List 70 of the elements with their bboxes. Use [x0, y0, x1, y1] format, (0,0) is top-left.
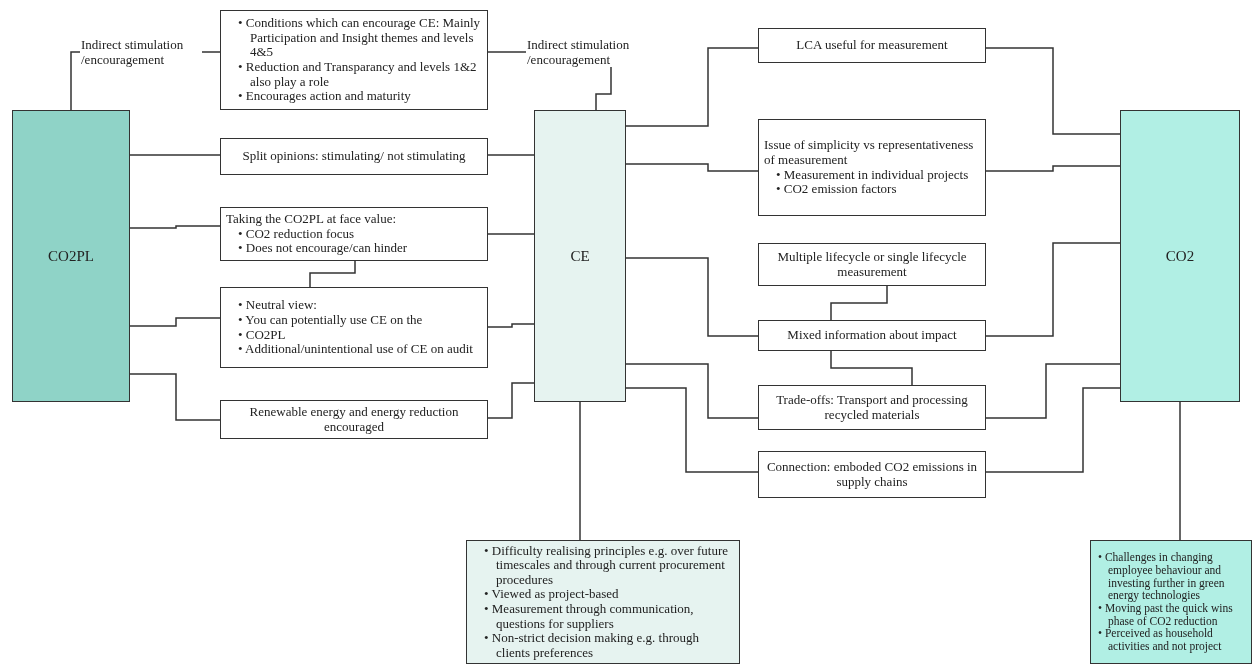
connector-line	[625, 47, 759, 127]
text-box	[758, 320, 986, 351]
connector-line	[129, 317, 221, 327]
text-box	[758, 451, 986, 498]
text-box	[220, 400, 488, 439]
bullet-item: • Does not encourage/can hinder	[237, 241, 409, 256]
bullet-item: • CO2 reduction focus	[238, 226, 356, 242]
connector-line	[625, 387, 759, 473]
connector-line	[1179, 401, 1181, 541]
bullet-item: • Neutral view:	[237, 298, 318, 313]
connector-line	[830, 350, 913, 386]
text-box	[758, 28, 986, 63]
bullet-item: • Perceived as household activities and not project	[1097, 627, 1223, 653]
connector-line	[487, 154, 535, 156]
bullet-item: • Difficulty realising principles e.g. over future timescales and through current procurement procedures	[483, 543, 730, 588]
text-box	[220, 287, 488, 368]
box-text: Connection: emboded CO2 emissions in supply chains	[765, 459, 979, 490]
box-text: Split opinions: stimulating/ not stimulating	[241, 149, 467, 164]
bullet-item: • CO2PL	[237, 327, 287, 343]
connector-line	[625, 363, 759, 419]
category-label: CE	[570, 247, 590, 265]
connector-line	[487, 382, 535, 419]
box-text: Mixed information about impact	[786, 328, 958, 343]
box-text: Renewable energy and energy reduction encouraged	[248, 404, 460, 435]
edge-label: Indirect stimulation /encouragement	[80, 38, 202, 68]
category-label: CO2	[1165, 247, 1195, 265]
bullet-item: • Measurement in individual projects	[775, 167, 970, 183]
text-box	[220, 207, 488, 261]
bullet-item: • Measurement through communication, questions for suppliers	[483, 602, 695, 632]
connector-line	[985, 387, 1121, 473]
category-label: CO2PL	[48, 247, 94, 265]
category-box	[12, 110, 130, 402]
box-text: Trade-offs: Transport and processing recycled materials	[775, 392, 969, 423]
connector-line	[985, 47, 1121, 135]
bullet-item: • Encourages action and maturity	[237, 89, 412, 104]
connector-line	[985, 242, 1121, 337]
connector-line	[487, 323, 535, 328]
text-box	[220, 138, 488, 175]
box-text: Multiple lifecycle or single lifecycle measurement	[776, 249, 968, 280]
connector-line	[985, 363, 1121, 419]
bullet-item: • Non-strict decision making e.g. through clients preferences	[483, 631, 701, 661]
connector-line	[625, 257, 759, 337]
connector-line	[129, 225, 221, 229]
text-box	[758, 119, 986, 216]
bullet-item: • Reduction and Transparancy and levels 1&2 also play a role	[237, 60, 478, 90]
bullet-item: • Additional/unintentional use of CE on audit	[237, 342, 474, 357]
connector-line	[129, 373, 221, 421]
text-box	[1090, 540, 1252, 664]
connector-line	[830, 285, 888, 321]
bullet-item: • Moving past the quick wins phase of CO2 reduction	[1097, 602, 1234, 628]
text-box	[758, 243, 986, 286]
bullet-item: • Viewed as project-based	[483, 587, 620, 602]
box-text: Taking the CO2PL at face value:	[226, 212, 398, 227]
bullet-item: • You can potentially use CE on the	[237, 312, 424, 328]
connector-line	[309, 260, 356, 288]
category-box	[534, 110, 626, 402]
connector-line	[129, 154, 221, 156]
bullet-item: • CO2 emission factors	[775, 182, 898, 197]
category-box	[1120, 110, 1240, 402]
connector-line	[625, 163, 759, 172]
box-text: Issue of simplicity vs representativeness of measurement	[764, 138, 975, 168]
connector-line	[487, 233, 535, 235]
connector-line	[579, 401, 581, 541]
connector-line	[985, 165, 1121, 172]
box-text: LCA useful for measurement	[795, 38, 949, 53]
bullet-item: • Challenges in changing employee behaviour and investing further in green energy technologies	[1097, 551, 1226, 602]
text-box	[466, 540, 740, 664]
bullet-item: • Conditions which can encourage CE: Mainly Participation and Insight themes and levels 4&5	[237, 16, 482, 60]
text-box	[758, 385, 986, 430]
text-box	[220, 10, 488, 110]
